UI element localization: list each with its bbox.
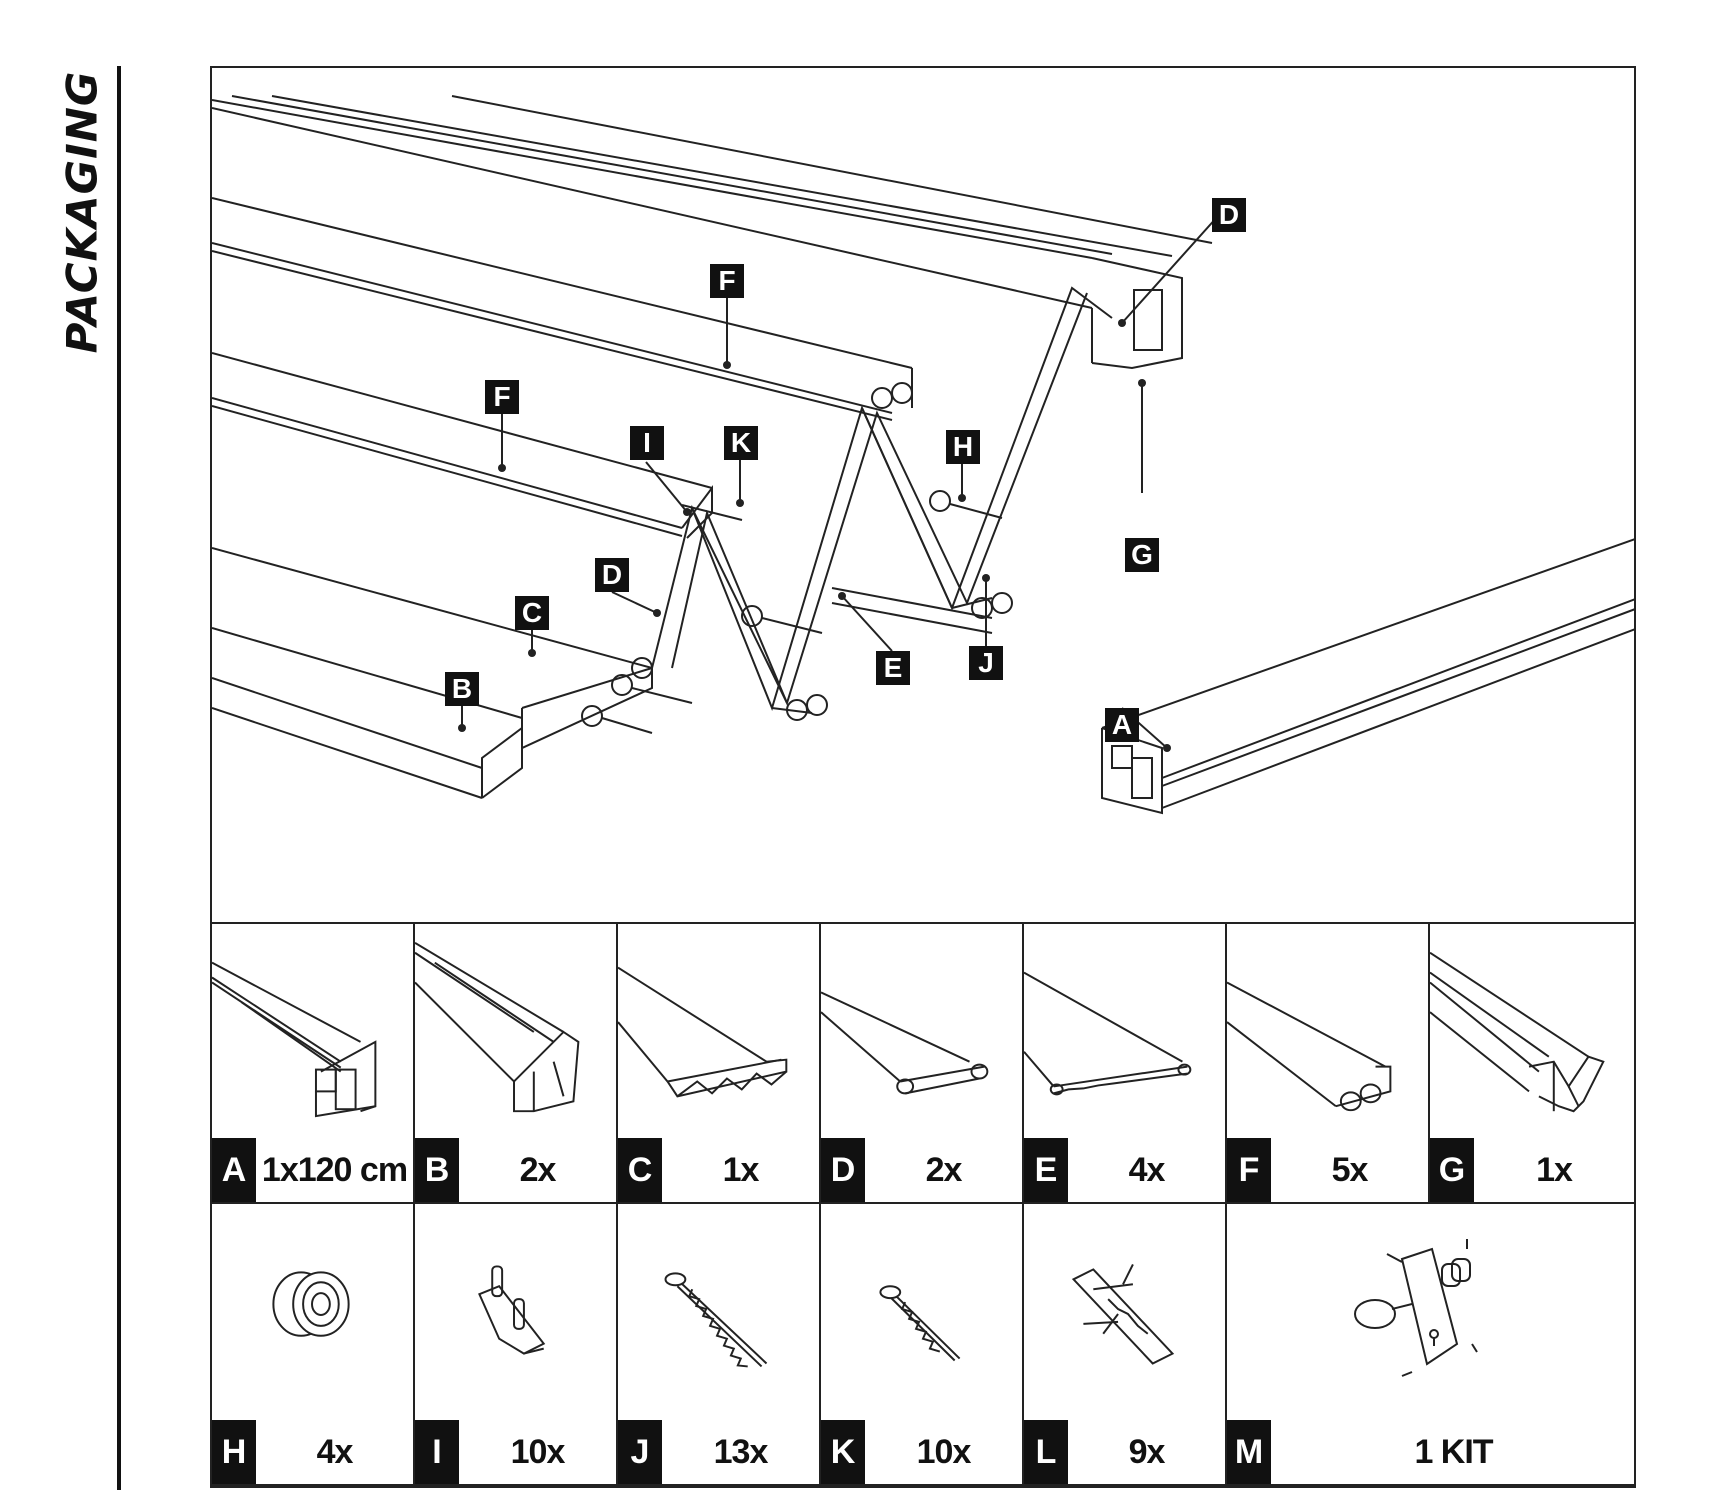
long-screw-icon [664,1272,768,1368]
callout-c: C [515,596,549,630]
part-a-cell: A 1x120 cm [212,922,415,1204]
part-k-cell: K 10x [821,1204,1024,1486]
part-b-cell: B 2x [415,922,618,1204]
callout-j: J [969,646,1003,680]
part-f-quantity: 5x [1331,1151,1369,1189]
callout-a: A [1105,708,1139,742]
packaging-diagram: D F F I K H D C B E J G A [210,66,1636,924]
callout-f-lower: F [485,380,519,414]
callout-i: I [630,426,664,460]
packaging-diagram-illustration [212,95,1634,815]
clip-icon [478,1265,546,1355]
part-m-cell: M 1 KIT [1227,1204,1636,1486]
part-l-letter: L [1024,1420,1068,1484]
part-g-cell: G 1x [1430,922,1636,1204]
part-e-letter: E [1024,1138,1068,1202]
wall-plug-icon [1071,1264,1175,1365]
part-k-letter: K [821,1420,865,1484]
lock-kit-icon [1354,1239,1478,1377]
part-g-letter: G [1430,1138,1474,1202]
part-c-cell: C 1x [618,922,821,1204]
part-j-cell: J 13x [618,1204,821,1486]
part-f-letter: F [1227,1138,1271,1202]
page-title-container: PACKAGING [58,62,107,362]
part-l-cell: L 9x [1024,1204,1227,1486]
parts-grid: A 1x120 cm B 2x C 1x D 2x [210,922,1636,1488]
part-m-quantity: 1 KIT [1414,1433,1493,1471]
profile-a-icon [212,961,377,1118]
part-d-cell: D 2x [821,922,1024,1204]
part-b-letter: B [415,1138,459,1202]
part-i-letter: I [415,1420,459,1484]
part-i-cell: I 10x [415,1204,618,1486]
short-screw-icon [879,1285,961,1362]
profile-e-icon [1024,971,1192,1096]
callout-h: H [946,430,980,464]
part-m-letter: M [1227,1420,1271,1484]
roller-icon [272,1271,350,1337]
part-e-quantity: 4x [1128,1151,1166,1189]
part-h-cell: H 4x [212,1204,415,1486]
callout-d-lower: D [595,558,629,592]
part-f-cell: F 5x [1227,922,1430,1204]
title-divider [117,66,121,1490]
profile-b-icon [415,942,580,1113]
page-title: PACKAGING [57,70,107,354]
part-j-quantity: 13x [713,1433,769,1471]
callout-e: E [876,651,910,685]
part-d-quantity: 2x [925,1151,963,1189]
part-a-quantity: 1x120 cm [261,1151,408,1189]
profile-g-icon [1430,951,1605,1113]
part-l-quantity: 9x [1128,1433,1166,1471]
callout-f-upper: F [710,264,744,298]
part-d-letter: D [821,1138,865,1202]
profile-d-icon [821,991,989,1095]
part-h-quantity: 4x [316,1433,354,1471]
part-j-letter: J [618,1420,662,1484]
callout-b: B [445,672,479,706]
part-k-quantity: 10x [916,1433,972,1471]
part-a-letter: A [212,1138,256,1202]
part-b-quantity: 2x [519,1151,557,1189]
part-e-cell: E 4x [1024,922,1227,1204]
profile-f-icon [1227,981,1392,1112]
part-g-quantity: 1x [1536,1151,1573,1189]
part-h-letter: H [212,1420,256,1484]
part-c-quantity: 1x [722,1151,760,1189]
callout-g: G [1125,538,1159,572]
profile-c-icon [618,966,788,1098]
callout-d-top: D [1212,198,1246,232]
callout-k: K [724,426,758,460]
part-i-quantity: 10x [510,1433,566,1471]
part-c-letter: C [618,1138,662,1202]
